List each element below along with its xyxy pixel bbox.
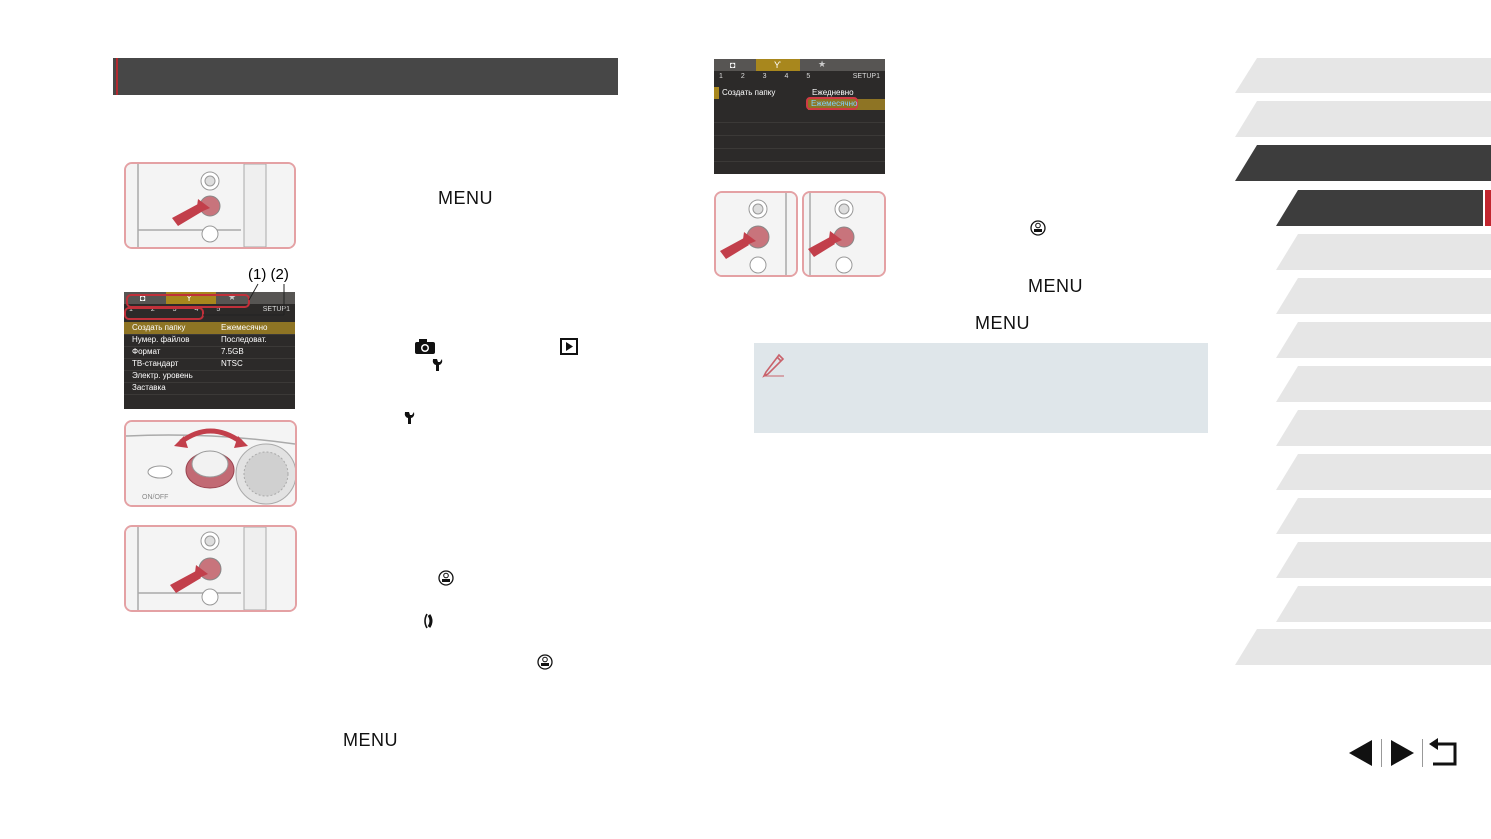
menu-tab-numbers: 1 2 3 4 5 [719, 73, 819, 80]
nav-subtab-7[interactable] [1276, 454, 1491, 490]
nav-subtab-5[interactable] [1276, 366, 1491, 402]
nav-subtab-10[interactable] [1276, 586, 1491, 622]
menu-key-label: MENU [975, 313, 1030, 333]
setup-menu-screen: ◘ ϒ ★ 1 2 3 4 5 SETUP1 Создать папку Еже… [124, 292, 295, 409]
nav-subtab-4[interactable] [1276, 322, 1491, 358]
menu-key-label: MENU [343, 730, 398, 750]
nav-divider [1381, 739, 1382, 767]
note-box [754, 343, 1208, 433]
control-dial-photo: ON/OFF [124, 420, 297, 507]
camera-back-set-photo-small [714, 191, 798, 277]
nav-subtab-2[interactable] [1276, 234, 1491, 270]
menu-row-divider [714, 161, 885, 162]
menu-row-label: Формат [132, 347, 161, 356]
nav-subtab-8[interactable] [1276, 498, 1491, 534]
menu-row-value: NTSC [221, 359, 243, 368]
star-icon: ★ [818, 59, 827, 69]
nav-subtab-3[interactable] [1276, 278, 1491, 314]
menu-row-label: Создать папку [722, 88, 776, 97]
menu-row-label: Нумер. файлов [132, 335, 190, 344]
play-icon [560, 338, 578, 355]
camera-back-menu-photo-small [802, 191, 886, 277]
menu-row: ТВ-стандарт NTSC [124, 358, 295, 371]
return-icon[interactable] [1427, 738, 1459, 768]
active-subtab-marker [1485, 190, 1491, 226]
func-set-icon [438, 570, 454, 586]
camera-icon [415, 339, 435, 354]
nav-subtab-active[interactable] [1276, 190, 1483, 226]
menu-option-selected: Ежемесячно [811, 99, 858, 108]
callout-numbers: (1) (2) [248, 266, 289, 283]
menu-row: Создать папку Ежемесячно [124, 322, 295, 335]
menu-row-label: ТВ-стандарт [132, 359, 179, 368]
menu-key-label: MENU [438, 188, 493, 208]
option-outline [806, 97, 858, 110]
func-set-icon [537, 654, 553, 670]
wrench-icon: ϒ [186, 293, 193, 303]
star-icon: ★ [228, 292, 237, 302]
next-page-icon[interactable] [1387, 738, 1417, 768]
menu-row-label: Электр. уровень [132, 371, 193, 380]
menu-tab-numbers: 1 2 3 4 5 [129, 306, 229, 313]
menu-row-divider [714, 148, 885, 149]
pencil-note-icon [762, 353, 785, 378]
menu-key-label: MENU [1028, 276, 1083, 296]
menu-row-divider [714, 122, 885, 123]
menu-row-divider [714, 135, 885, 136]
camera-back-menu-photo [124, 162, 296, 249]
prev-page-icon[interactable] [1346, 738, 1376, 768]
menu-row-label: Создать папку [132, 323, 186, 332]
menu-row: Нумер. файлов Последоват. [124, 334, 295, 347]
func-set-icon [1030, 220, 1046, 236]
camera-icon: ◘ [140, 293, 146, 303]
menu-option: Ежедневно [812, 88, 854, 97]
nav-subtab-9[interactable] [1276, 542, 1491, 578]
nav-divider [1422, 739, 1423, 767]
menu-setup-label: SETUP1 [852, 73, 880, 80]
section-title-bar [113, 58, 618, 95]
option-highlight [808, 99, 885, 110]
menu-row-value: Ежемесячно [221, 323, 268, 332]
camera-back-set-photo [124, 525, 297, 612]
nav-subtab-6[interactable] [1276, 410, 1491, 446]
camera-icon: ◘ [730, 60, 736, 70]
nav-tab-2[interactable] [1235, 101, 1491, 137]
nav-tab-last[interactable] [1235, 629, 1491, 665]
title-accent [116, 58, 118, 95]
menu-row: Формат 7.5GB [124, 346, 295, 359]
setup-menu-screen-small: ◘ ϒ ★ 1 2 3 4 5 SETUP1 Создать папку Еже… [714, 59, 885, 174]
menu-row-label: Заставка [132, 383, 166, 392]
menu-setup-label: SETUP1 [262, 306, 290, 313]
wrench-icon [432, 359, 443, 371]
menu-row: Электр. уровень [124, 370, 295, 383]
callout-lines [124, 283, 285, 320]
nav-tab-1[interactable] [1235, 58, 1491, 93]
menu-row-value: 7.5GB [221, 347, 244, 356]
menu-tab-selected [756, 59, 800, 71]
menu-row-value: Последоват. [221, 335, 267, 344]
svg-text:ON/OFF: ON/OFF [142, 494, 168, 501]
menu-row: Заставка [124, 382, 295, 395]
row-marker [714, 87, 719, 99]
nav-tab-3-active-section[interactable] [1235, 145, 1491, 181]
wrench-icon [404, 412, 415, 424]
control-ring-icon [424, 613, 433, 629]
wrench-icon: ϒ [774, 60, 781, 70]
